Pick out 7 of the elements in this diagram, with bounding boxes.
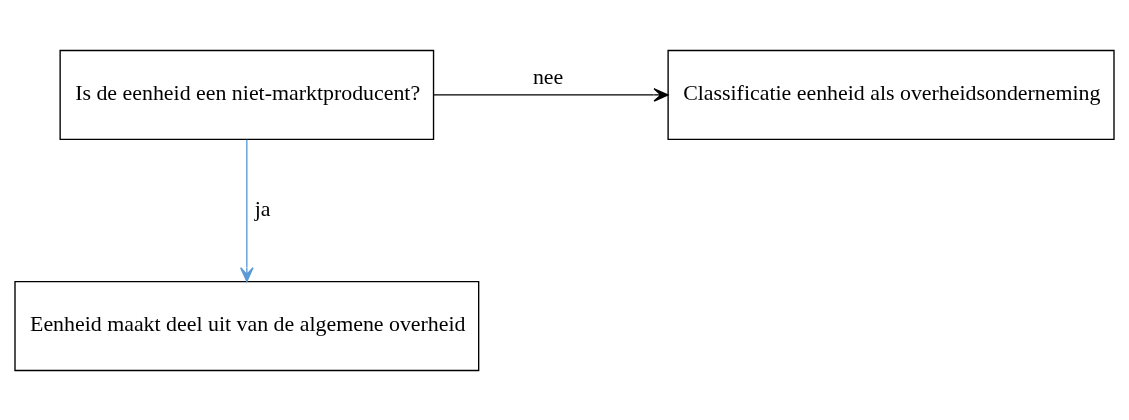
node-box: Eenheid maakt deel uit van de algemene overheid <box>14 280 480 371</box>
edge-label: ja <box>254 196 271 221</box>
node-box: Classificatie eenheid als overheidsonderneming <box>667 49 1115 140</box>
edge-label: nee <box>532 64 564 89</box>
arrow <box>432 87 669 102</box>
arrow <box>240 138 254 282</box>
node-box: Is de eenheid een niet-marktproducent? <box>59 49 435 140</box>
